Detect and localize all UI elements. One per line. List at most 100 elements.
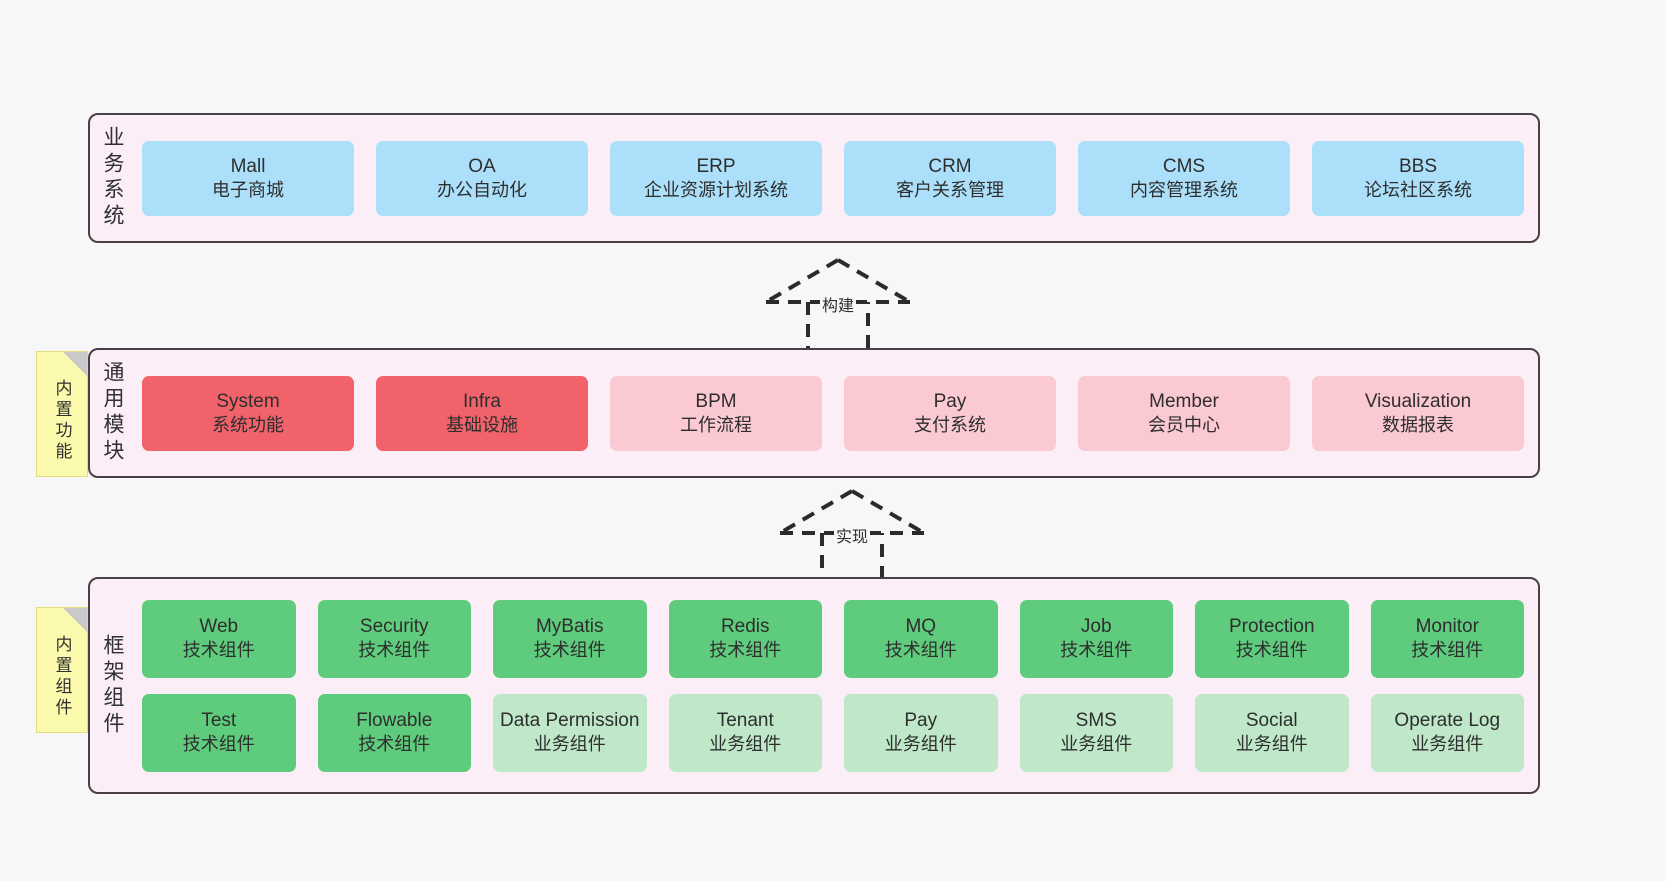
node-subtitle: 业务组件 [1060, 734, 1133, 755]
node-title: Job [1080, 616, 1112, 638]
node-subtitle: 业务组件 [1411, 734, 1484, 755]
node-subtitle: 工作流程 [680, 414, 752, 435]
relation-label-build: 构建 [819, 292, 857, 316]
node-mybatis[interactable]: MyBatis 技术组件 [493, 599, 647, 678]
node-cms[interactable]: CMS 内容管理系统 [1078, 140, 1290, 216]
layer-row: Test 技术组件 Flowable 技术组件 Data Permission … [142, 693, 1524, 772]
node-subtitle: 技术组件 [1411, 640, 1484, 661]
node-subtitle: 技术组件 [358, 640, 431, 661]
node-title: Redis [720, 616, 770, 638]
node-bpm[interactable]: BPM 工作流程 [610, 375, 822, 451]
node-erp[interactable]: ERP 企业资源计划系统 [610, 140, 822, 216]
layer-business-system[interactable]: 业务系统 Mall 电子商城 OA 办公自动化 ERP 企业资源计划系统 CRM… [88, 113, 1540, 243]
layer-body-common: System 系统功能 Infra 基础设施 BPM 工作流程 Pay 支付系统… [134, 350, 1538, 476]
node-title: Social [1245, 710, 1298, 732]
node-security[interactable]: Security 技术组件 [317, 599, 471, 678]
layer-row: System 系统功能 Infra 基础设施 BPM 工作流程 Pay 支付系统… [142, 375, 1524, 451]
relation-label-realize: 实现 [833, 523, 871, 547]
node-member[interactable]: Member 会员中心 [1078, 375, 1290, 451]
node-infra[interactable]: Infra 基础设施 [376, 375, 588, 451]
node-title: MQ [905, 616, 937, 638]
arrow-left-edge [764, 258, 840, 304]
layer-framework-component[interactable]: 框架组件 Web 技术组件 Security 技术组件 MyBatis 技术组件… [88, 577, 1540, 794]
relation-realize: 实现 [772, 487, 932, 585]
node-title: SMS [1075, 710, 1117, 732]
node-subtitle: 技术组件 [358, 734, 431, 755]
node-redis[interactable]: Redis 技术组件 [668, 599, 822, 678]
node-title: ERP [696, 155, 736, 177]
node-mq[interactable]: MQ 技术组件 [844, 599, 998, 678]
node-title: Member [1149, 390, 1219, 412]
note-label: 内置功能 [52, 379, 72, 463]
node-operate-log[interactable]: Operate Log 业务组件 [1370, 693, 1524, 772]
layer-title-framework: 框架组件 [101, 633, 124, 738]
node-title: BBS [1398, 155, 1438, 177]
note-builtin-function[interactable]: 内置功能 [36, 351, 88, 477]
note-builtin-component[interactable]: 内置组件 [36, 607, 88, 733]
arrow-right-edge [836, 258, 912, 304]
node-title: Mall [230, 155, 266, 177]
node-title: Pay [904, 710, 938, 732]
node-subtitle: 技术组件 [182, 640, 255, 661]
node-subtitle: 内容管理系统 [1130, 179, 1238, 200]
node-subtitle: 技术组件 [1235, 640, 1308, 661]
node-subtitle: 技术组件 [533, 640, 606, 661]
node-subtitle: 业务组件 [709, 734, 782, 755]
node-social[interactable]: Social 业务组件 [1195, 693, 1349, 772]
relation-build: 构建 [758, 256, 918, 354]
node-tenant[interactable]: Tenant 业务组件 [668, 693, 822, 772]
node-title: Data Permission [500, 710, 640, 732]
arrow-right-edge [850, 489, 926, 535]
node-subtitle: 业务组件 [884, 734, 957, 755]
node-subtitle: 客户关系管理 [896, 179, 1004, 200]
note-fold-icon [63, 608, 87, 632]
node-monitor[interactable]: Monitor 技术组件 [1370, 599, 1524, 678]
node-subtitle: 办公自动化 [437, 179, 527, 200]
node-crm[interactable]: CRM 客户关系管理 [844, 140, 1056, 216]
layer-body-business: Mall 电子商城 OA 办公自动化 ERP 企业资源计划系统 CRM 客户关系… [134, 115, 1538, 241]
layer-row: Mall 电子商城 OA 办公自动化 ERP 企业资源计划系统 CRM 客户关系… [142, 140, 1524, 216]
layer-body-framework: Web 技术组件 Security 技术组件 MyBatis 技术组件 Redi… [134, 579, 1538, 792]
node-protection[interactable]: Protection 技术组件 [1195, 599, 1349, 678]
node-subtitle: 系统功能 [212, 414, 284, 435]
node-pay-component[interactable]: Pay 业务组件 [844, 693, 998, 772]
node-title: Infra [462, 390, 502, 412]
note-label: 内置组件 [52, 635, 72, 719]
node-mall[interactable]: Mall 电子商城 [142, 140, 354, 216]
node-pay[interactable]: Pay 支付系统 [844, 375, 1056, 451]
layer-row: Web 技术组件 Security 技术组件 MyBatis 技术组件 Redi… [142, 599, 1524, 678]
node-title: Pay [933, 390, 967, 412]
node-title: MyBatis [535, 616, 604, 638]
node-subtitle: 技术组件 [1060, 640, 1133, 661]
node-data-permission[interactable]: Data Permission 业务组件 [493, 693, 647, 772]
node-subtitle: 技术组件 [182, 734, 255, 755]
node-subtitle: 论坛社区系统 [1364, 179, 1472, 200]
node-oa[interactable]: OA 办公自动化 [376, 140, 588, 216]
node-sms[interactable]: SMS 业务组件 [1019, 693, 1173, 772]
node-title: Visualization [1364, 390, 1472, 412]
node-title: Operate Log [1394, 710, 1501, 732]
node-subtitle: 业务组件 [1235, 734, 1308, 755]
arrow-left-edge [778, 489, 854, 535]
layer-common-module[interactable]: 通用模块 System 系统功能 Infra 基础设施 BPM 工作流程 Pay… [88, 348, 1540, 478]
node-subtitle: 业务组件 [533, 734, 606, 755]
node-system[interactable]: System 系统功能 [142, 375, 354, 451]
node-title: System [216, 390, 280, 412]
node-job[interactable]: Job 技术组件 [1019, 599, 1173, 678]
node-subtitle: 电子商城 [212, 179, 284, 200]
node-subtitle: 支付系统 [914, 414, 986, 435]
node-visualization[interactable]: Visualization 数据报表 [1312, 375, 1524, 451]
node-flowable[interactable]: Flowable 技术组件 [317, 693, 471, 772]
node-title: Security [359, 616, 429, 638]
node-subtitle: 基础设施 [446, 414, 518, 435]
node-title: CRM [928, 155, 972, 177]
node-subtitle: 会员中心 [1148, 414, 1220, 435]
node-bbs[interactable]: BBS 论坛社区系统 [1312, 140, 1524, 216]
node-test[interactable]: Test 技术组件 [142, 693, 296, 772]
node-title: Web [199, 616, 239, 638]
node-subtitle: 技术组件 [709, 640, 782, 661]
node-title: Tenant [716, 710, 774, 732]
node-web[interactable]: Web 技术组件 [142, 599, 296, 678]
layer-title-business: 业务系统 [101, 126, 124, 230]
node-title: OA [468, 155, 496, 177]
